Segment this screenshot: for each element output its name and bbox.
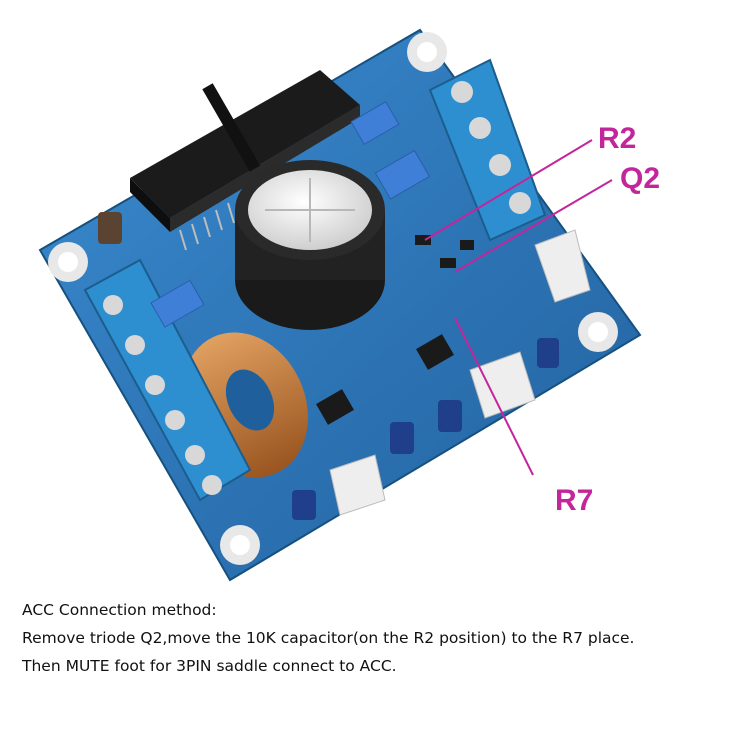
mounting-holes [48, 32, 618, 565]
label-r2: R2 [598, 122, 636, 155]
label-q2: Q2 [620, 162, 660, 195]
instructions: ACC Connection method: Remove triode Q2,… [22, 596, 712, 680]
main-capacitor [235, 160, 385, 330]
annotation-lines [424, 139, 613, 476]
terminal-block-left [83, 258, 252, 502]
smd-ics [316, 235, 474, 425]
film-capacitors [150, 101, 431, 328]
terminal-block-right [428, 58, 547, 242]
instructions-line-2: Then MUTE foot for 3PIN saddle connect t… [22, 657, 397, 675]
heatsink [130, 70, 360, 232]
label-r7: R7 [555, 484, 593, 517]
instructions-heading: ACC Connection method: [22, 601, 217, 619]
small-capacitors [98, 212, 559, 520]
white-connectors [329, 229, 591, 516]
amplifier-board-photo: R2 Q2 R7 [38, 28, 660, 582]
instructions-line-1: Remove triode Q2,move the 10K capacitor(… [22, 629, 635, 647]
